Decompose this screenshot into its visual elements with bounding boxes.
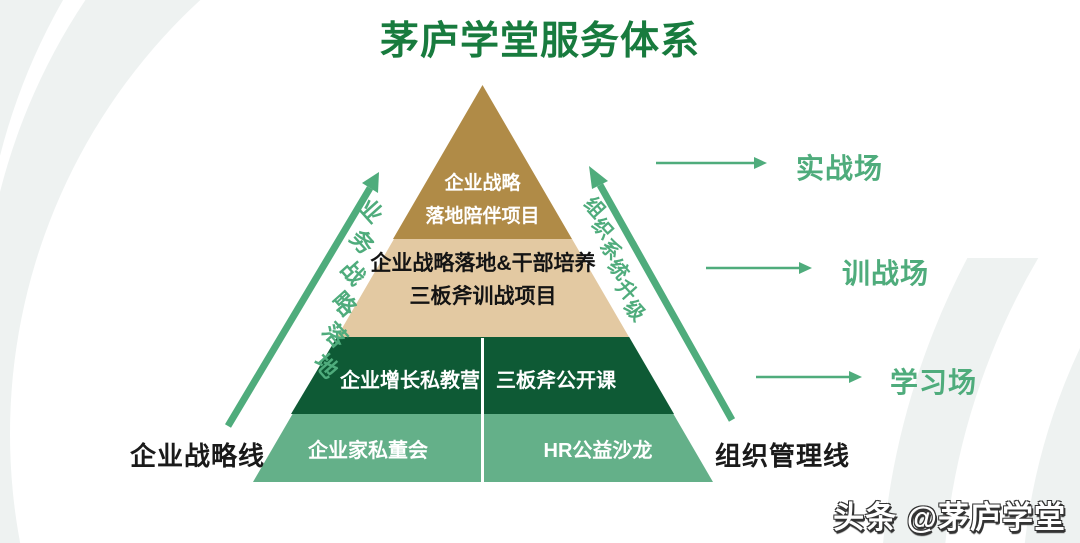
left-up-arrow-head-icon	[362, 172, 379, 193]
pyramid-level1-text: 企业战略 落地陪伴项目	[393, 85, 572, 239]
scene-label-shizhanchang: 实战场	[796, 153, 884, 184]
right-up-arrow	[589, 166, 736, 422]
watermark: 头条 @茅庐学堂	[833, 500, 1066, 535]
pyramid-level2-shape	[337, 239, 629, 337]
left-up-arrow-shaft	[224, 186, 374, 428]
left-axis-label: 企业战略线	[130, 441, 266, 471]
pyramid-level4-text: 企业家私董会 HR公益沙龙	[253, 414, 713, 482]
level2-line1: 企业战略落地&干部培养	[370, 252, 596, 275]
scene-arrow-1-head-icon	[754, 157, 767, 169]
right-up-arrow-head-icon	[589, 166, 608, 189]
scene-arrow-2	[706, 262, 812, 274]
page-title: 茅庐学堂服务体系	[379, 20, 700, 63]
level4-right-cell: HR公益沙龙	[543, 439, 653, 462]
right-up-arrow-shaft	[596, 183, 736, 422]
scene-arrow-1	[656, 157, 767, 169]
level3-left-cell: 企业增长私教营	[340, 369, 480, 392]
scene-label-xunzhanchang: 训战场	[842, 258, 930, 289]
right-axis-label: 组织管理线	[715, 441, 851, 471]
level4-left-cell: 企业家私董会	[308, 439, 428, 462]
scene-arrow-3-head-icon	[849, 371, 862, 383]
level1-line1: 企业战略	[444, 173, 521, 194]
pyramid-vertical-divider	[481, 338, 484, 482]
level1-line2: 落地陪伴项目	[425, 206, 540, 227]
level2-line2: 三板斧训战项目	[409, 285, 557, 308]
scene-arrow-3	[756, 371, 862, 383]
scene-label-xuexichang: 学习场	[890, 367, 978, 398]
pyramid-level3-text: 企业增长私教营 三板斧公开课	[337, 342, 629, 414]
scene-arrow-2-head-icon	[799, 262, 812, 274]
pyramid-level2-text: 企业战略落地&干部培养 三板斧训战项目	[337, 239, 629, 337]
level3-right-cell: 三板斧公开课	[496, 369, 616, 392]
left-up-arrow	[224, 172, 379, 428]
